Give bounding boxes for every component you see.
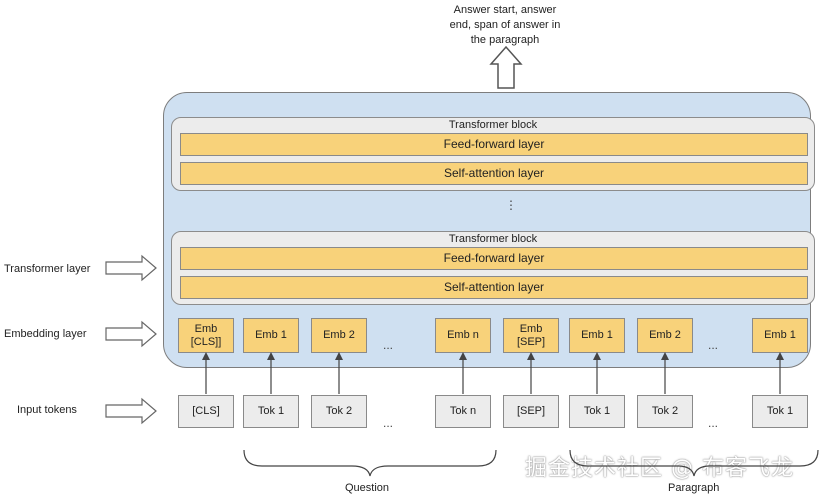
embedding-question-n: Emb n — [435, 318, 491, 353]
token-ellipsis-question: ... — [383, 416, 394, 430]
token-ellipsis-paragraph: ... — [708, 416, 719, 430]
embedding-question-2: Emb 2 — [311, 318, 367, 353]
token-question-1: Tok 1 — [243, 395, 299, 428]
token-paragraph-1: Tok 1 — [569, 395, 625, 428]
paragraph-group-label: Paragraph — [668, 482, 720, 494]
transformer-layer-label: Transformer layer — [4, 263, 91, 275]
token-question-2: Tok 2 — [311, 395, 367, 428]
embedding-layer-label: Embedding layer — [4, 328, 87, 340]
embedding-layer-arrow-icon — [105, 320, 157, 348]
feed-forward-layer: Feed-forward layer — [180, 247, 808, 270]
embedding-ellipsis-paragraph: ... — [708, 338, 719, 352]
embedding-cls: Emb [CLS]] — [178, 318, 234, 353]
transformer-layer-arrow-icon — [105, 254, 157, 282]
token-cls: [CLS] — [178, 395, 234, 428]
embedding-paragraph-2: Emb 2 — [637, 318, 693, 353]
token-paragraph-last: Tok 1 — [752, 395, 808, 428]
output-arrow-icon — [489, 45, 523, 89]
question-brace — [243, 449, 497, 477]
watermark: 掘金技术社区 @ 布客飞龙 — [525, 456, 794, 481]
token-paragraph-2: Tok 2 — [637, 395, 693, 428]
embedding-question-1: Emb 1 — [243, 318, 299, 353]
token-sep: [SEP] — [503, 395, 559, 428]
embedding-paragraph-last: Emb 1 — [752, 318, 808, 353]
input-tokens-label: Input tokens — [17, 404, 77, 416]
vertical-ellipsis: ⋮ — [505, 198, 517, 212]
paragraph-brace — [569, 449, 819, 477]
input-tokens-arrow-icon — [105, 397, 157, 425]
embedding-ellipsis-question: ... — [383, 338, 394, 352]
self-attention-layer: Self-attention layer — [180, 276, 808, 299]
transformer-block-title: Transformer block — [448, 119, 538, 131]
output-description: Answer start, answer end, span of answer… — [449, 4, 561, 46]
transformer-block-title: Transformer block — [448, 233, 538, 245]
question-group-label: Question — [345, 482, 390, 494]
embedding-sep: Emb [SEP] — [503, 318, 559, 353]
transformer-block-top: Transformer block Feed-forward layer Sel… — [171, 117, 815, 191]
transformer-block-bottom: Transformer block Feed-forward layer Sel… — [171, 231, 815, 305]
token-question-n: Tok n — [435, 395, 491, 428]
self-attention-layer: Self-attention layer — [180, 162, 808, 185]
feed-forward-layer: Feed-forward layer — [180, 133, 808, 156]
